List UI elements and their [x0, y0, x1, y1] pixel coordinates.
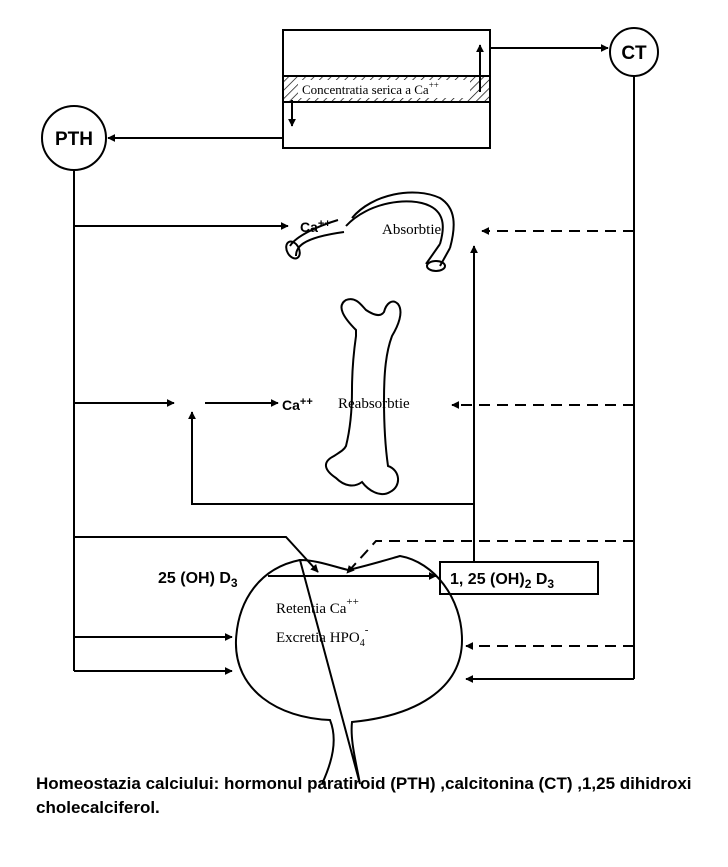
pth-label: PTH [55, 129, 93, 150]
figure-caption: Homeostazia calciului: hormonul paratiro… [36, 774, 692, 817]
serum-label-backdrop [298, 80, 470, 98]
reabsorption-label: Reabsorbtie [338, 396, 410, 412]
serum-concentration-label: Concentratia serica a Ca++ [302, 80, 439, 97]
intestine-ion-label: Ca++ [300, 218, 331, 235]
bone-ion-label: Ca++ [282, 396, 313, 413]
ct-to-hydroxylase-dashed [346, 540, 634, 574]
bone-shape [325, 298, 402, 496]
intestine-shape [285, 191, 455, 272]
ct-label: CT [621, 43, 647, 64]
kidney-retention-label: Retentia Ca++ [276, 596, 359, 617]
active-vitd-box [439, 561, 599, 595]
kidney-excretion-label: Excretia HPO4- [276, 624, 369, 649]
precursor-vitd-label: 25 (OH) D3 [158, 570, 238, 590]
kidney-shape [234, 554, 464, 785]
kidney-to-bone-arrow [188, 411, 474, 505]
absorption-label: Absorbtie [382, 222, 442, 238]
active-vitd-label: 1, 25 (OH)2 D3 [450, 571, 554, 591]
